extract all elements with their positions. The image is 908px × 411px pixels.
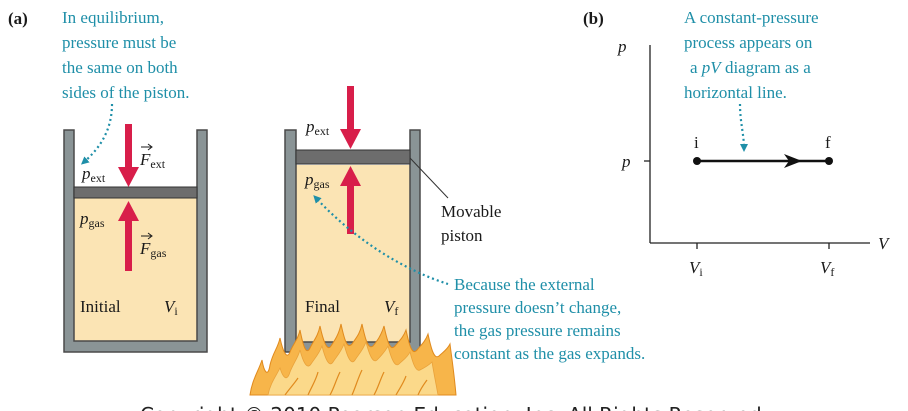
final-cylinder [284, 129, 421, 353]
piston-label-line: piston [441, 226, 483, 245]
equilibrium-note: In equilibrium, pressure must be the sam… [62, 8, 190, 102]
pv-note-line: A constant-pressure [684, 8, 819, 27]
final-piston [295, 149, 411, 165]
pv-point-i [693, 157, 701, 165]
initial-force-gas-arrow [118, 201, 139, 271]
piston-label-line: Movable [441, 202, 501, 221]
initial-f-ext-label: Fext [139, 143, 166, 171]
pv-vi-tick-label: Vi [689, 258, 703, 279]
initial-p-ext-label: pext [81, 164, 106, 185]
pv-note-line: process appears on [684, 33, 813, 52]
final-p-ext-label: pext [305, 117, 330, 138]
equilibrium-note-line: sides of the piston. [62, 83, 190, 102]
pv-note-line: a pV diagram as a [690, 58, 811, 77]
initial-f-gas-label: Fgas [139, 232, 167, 260]
pv-vf-tick-label: Vf [820, 258, 834, 279]
expansion-note-line: pressure doesn’t change, [454, 298, 621, 317]
initial-piston [73, 186, 198, 199]
final-volume-label: Vf [384, 297, 398, 318]
final-p-gas-label: pgas [304, 170, 330, 191]
pv-point-f-label: f [825, 133, 831, 152]
expansion-note-line: Because the external [454, 275, 595, 294]
pv-note-pointer-arrow [738, 103, 748, 152]
pv-x-axis-label: V [878, 234, 891, 253]
pv-note-line: horizontal line. [684, 83, 787, 102]
expansion-note-line: constant as the gas expands. [454, 344, 645, 363]
initial-state-label: Initial [80, 297, 121, 316]
flame-illustration [249, 323, 457, 396]
initial-force-ext-arrow [118, 124, 139, 187]
svg-text:Fgas: Fgas [139, 239, 167, 260]
initial-p-gas-label: pgas [79, 209, 105, 230]
final-force-ext-arrow [340, 86, 361, 149]
piston-leader-line [409, 157, 449, 199]
pv-point-i-label: i [694, 133, 699, 152]
pv-p-tick-label: p [621, 152, 631, 171]
panel-b-tag: (b) [583, 9, 604, 28]
equilibrium-pointer-arrow [80, 103, 114, 165]
final-state-label: Final [305, 297, 340, 316]
initial-cylinder-wall [63, 129, 208, 353]
svg-text:Fext: Fext [139, 150, 166, 171]
equilibrium-note-line: the same on both [62, 58, 178, 77]
pv-y-axis-label: p [617, 37, 627, 56]
equilibrium-note-line: pressure must be [62, 33, 176, 52]
final-force-gas-arrow [340, 166, 361, 234]
expansion-note-line: the gas pressure remains [454, 321, 621, 340]
pv-point-f [825, 157, 833, 165]
pv-note: A constant-pressure process appears on a… [684, 8, 819, 102]
initial-volume-label: Vi [164, 297, 178, 318]
panel-a-tag: (a) [8, 9, 28, 28]
equilibrium-note-line: In equilibrium, [62, 8, 164, 27]
expansion-note: Because the external pressure doesn’t ch… [454, 275, 645, 363]
copyright-text: Copyright © 2010 Pearson Education, Inc.… [140, 403, 768, 411]
expansion-pointer-arrow [313, 195, 449, 286]
pv-process-arrowhead [784, 154, 802, 168]
